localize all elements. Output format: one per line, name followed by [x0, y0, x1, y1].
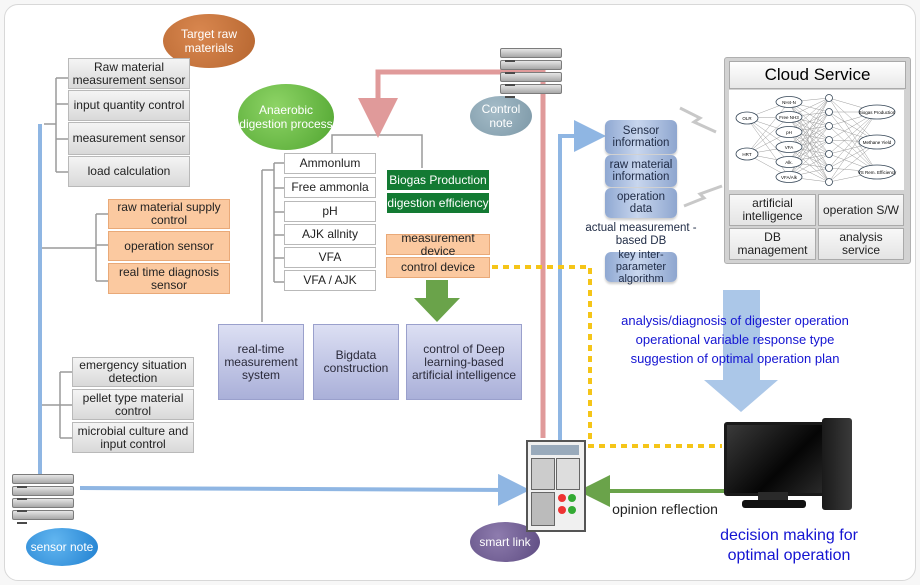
svg-text:HRT: HRT: [742, 152, 751, 157]
svg-text:VS Rem. Efficiency: VS Rem. Efficiency: [858, 170, 897, 175]
nn-middle-node: NH4-N: [775, 96, 803, 108]
svg-text:Methane Yield: Methane Yield: [863, 140, 892, 145]
nn-middle-node: Alk.: [775, 156, 803, 168]
nn-input-node: OLR: [735, 111, 759, 125]
nn-middle-node: pH: [775, 126, 803, 138]
db-raw-material-info: raw material information: [605, 155, 677, 187]
svg-text:Biogas Production: Biogas Production: [859, 110, 896, 115]
param-ph: pH: [284, 201, 376, 222]
service-db-management: DB management: [729, 228, 816, 260]
target-raw-materials-bubble: Target raw materials: [163, 14, 255, 68]
cloud-service-panel: Cloud Service OLR HRT NH4-N Free NH3 pH VFA Al…: [724, 57, 911, 264]
opinion-reflection-label: opinion reflection: [612, 501, 718, 517]
nn-middle-node: VFA: [775, 141, 803, 153]
load-calculation-box: load calculation: [68, 156, 190, 187]
nn-hidden-node: [825, 122, 833, 130]
nn-hidden-node: [825, 136, 833, 144]
svg-text:NH4-N: NH4-N: [782, 100, 796, 105]
control-device-box: control device: [386, 257, 490, 278]
biogas-production-box: Biogas Production: [386, 169, 490, 191]
input-quantity-box: input quantity control: [68, 90, 190, 121]
bigdata-box: Bigdata construction: [313, 324, 399, 400]
nn-hidden-node: [825, 178, 833, 186]
digestion-efficiency-box: digestion efficiency: [386, 192, 490, 214]
svg-text:Free NH3: Free NH3: [779, 115, 799, 120]
nn-hidden-node: [825, 164, 833, 172]
smart-link-cabinet-icon: [526, 440, 586, 532]
nn-output-node: VS Rem. Efficiency: [858, 164, 897, 180]
realtime-diagnosis-box: real time diagnosis sensor: [108, 263, 230, 294]
db-operation-data: operation data: [605, 188, 677, 218]
nn-hidden-node: [825, 108, 833, 116]
nn-middle-node: VFA/Alk: [775, 171, 803, 183]
nn-hidden-node: [825, 150, 833, 158]
param-free-ammonia: Free ammonla: [284, 177, 376, 198]
control-feedback-arrow: [358, 69, 546, 438]
db-sensor-info: Sensor information: [605, 120, 677, 154]
sensor-server-icon: [12, 474, 74, 524]
nn-hidden-node: [825, 94, 833, 102]
operation-sensor-box: operation sensor: [108, 231, 230, 261]
svg-text:VFA/Alk: VFA/Alk: [781, 175, 798, 180]
service-operation-sw: operation S/W: [818, 194, 904, 226]
computer-icon: [724, 418, 854, 518]
deep-learning-box: control of Deep learning-based artificia…: [406, 324, 522, 400]
pellet-control-box: pellet type material control: [72, 389, 194, 420]
misc-group-bracket: [40, 371, 72, 439]
microbial-culture-box: microbial culture and input control: [72, 422, 194, 453]
emergency-box: emergency situation detection: [72, 357, 194, 387]
measurement-device-box: measurement device: [386, 231, 490, 257]
wireless-zigzag-top: [679, 106, 717, 134]
anaerobic-bubble: Anaerobic digestion process: [238, 84, 334, 150]
supply-group-bracket: [40, 213, 108, 282]
svg-text:pH: pH: [786, 130, 792, 135]
svg-text:Alk.: Alk.: [785, 160, 793, 165]
control-note-bubble: Control note: [470, 96, 532, 136]
db-actual-measurement: actual measurement -based DB: [585, 222, 697, 247]
cloud-title: Cloud Service: [729, 61, 906, 89]
neural-network-graphic: OLR HRT NH4-N Free NH3 pH VFA Alk. VFA/Alk Bioga…: [729, 90, 904, 190]
down-green-arrow: [414, 280, 460, 322]
nn-output-node: Methane Yield: [858, 134, 896, 150]
svg-text:OLR: OLR: [742, 116, 752, 121]
analysis-line-3: suggestion of optimal operation plan: [630, 351, 840, 366]
raw-group-bracket: [44, 77, 68, 173]
db-key-algorithm: key inter-parameter algorithm: [605, 249, 677, 285]
control-server-icon: [500, 48, 562, 98]
supply-control-box: raw material supply control: [108, 199, 230, 229]
params-bracket: [273, 162, 284, 283]
sensor-note-bubble: sensor note: [26, 528, 98, 566]
analysis-line-2: operational variable response type: [635, 332, 835, 347]
svg-text:VFA: VFA: [785, 145, 794, 150]
measurement-sensor-box: measurement sensor: [68, 122, 190, 155]
nn-output-node: Biogas Production: [858, 104, 896, 120]
param-vfa-ajk: VFA / AJK: [284, 270, 376, 291]
nn-input-node: HRT: [735, 147, 759, 161]
sensor-to-smart-arrow: [79, 473, 530, 506]
realtime-system-box: real-time measurement system: [218, 324, 304, 400]
param-vfa: VFA: [284, 247, 376, 268]
param-ajk-alkalinity: AJK allnity: [284, 224, 376, 245]
control-device-dashed-link: [492, 265, 722, 448]
down-blue-arrow: [704, 290, 778, 412]
decision-making-label: decision making for optimal operation: [720, 527, 858, 564]
raw-material-sensor-box: Raw material measurement sensor: [68, 58, 190, 89]
service-analysis: analysis service: [818, 228, 904, 260]
smart-to-db-arrow: [558, 120, 606, 440]
wireless-zigzag-bottom: [683, 184, 723, 208]
nn-middle-node: Free NH3: [775, 111, 803, 123]
service-ai: artificial intelligence: [729, 194, 816, 226]
param-ammonium: Ammonlum: [284, 153, 376, 174]
analysis-line-1: analysis/diagnosis of digester operation: [621, 313, 849, 328]
